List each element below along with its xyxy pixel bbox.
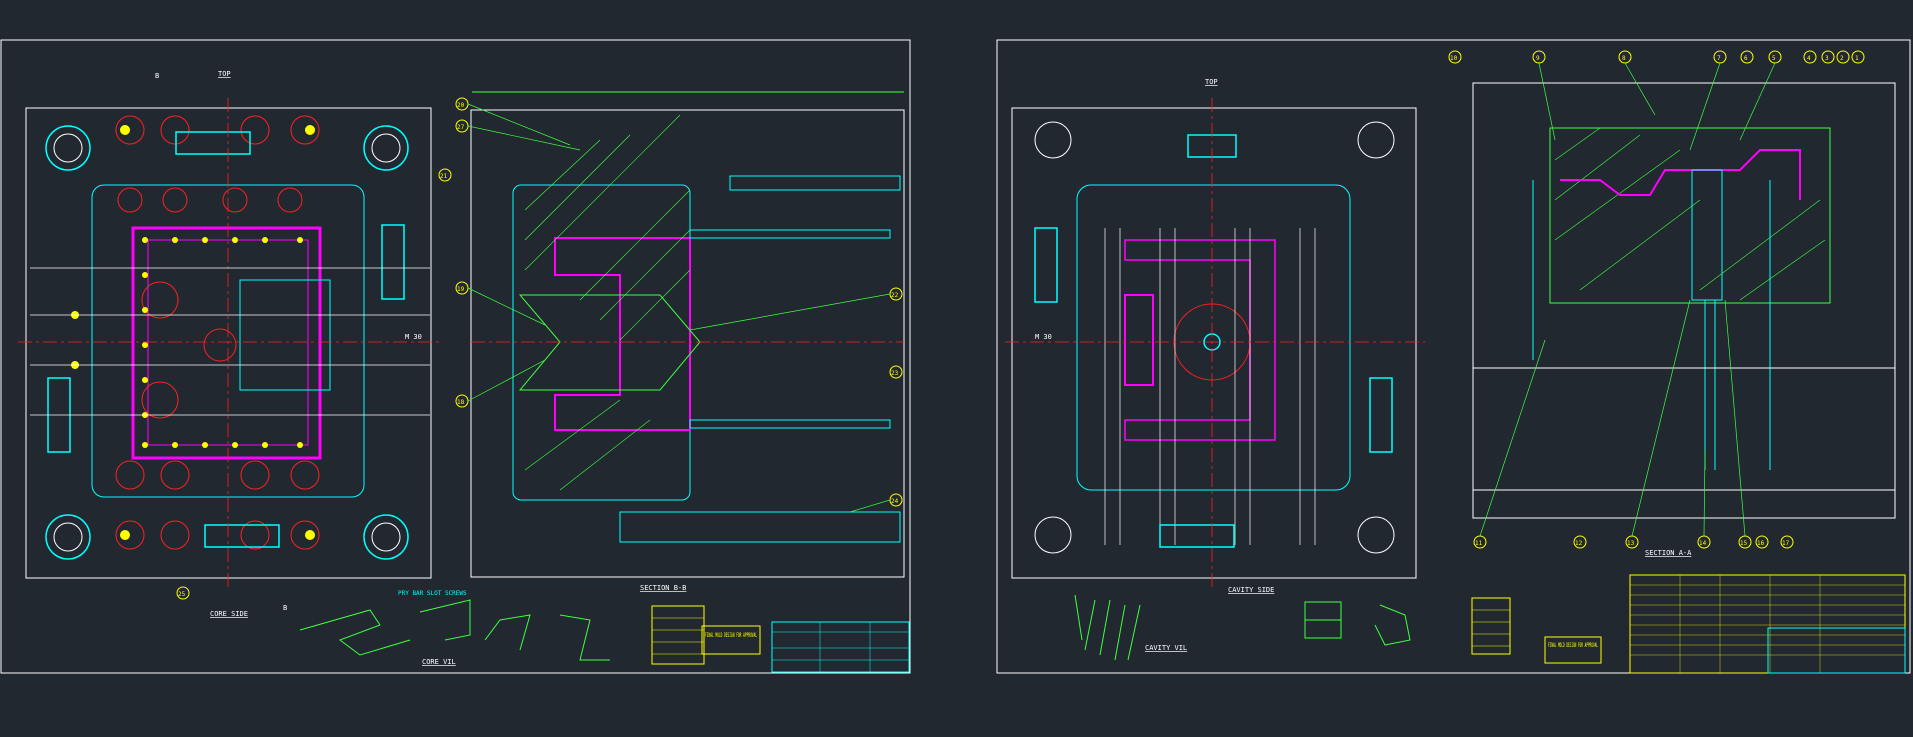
section-b-core-part: [554, 237, 691, 431]
svg-text:27: 27: [457, 124, 465, 131]
svg-text:2: 2: [1840, 55, 1844, 62]
guide-pillar-bl: [45, 514, 91, 560]
sheet2-legend: [1471, 597, 1511, 655]
svg-text:1: 1: [1855, 55, 1859, 62]
svg-text:5: 5: [1772, 55, 1776, 62]
cavity-m30-label: M 30: [1035, 333, 1052, 341]
svg-text:18: 18: [457, 399, 465, 406]
sheet-left-border: [0, 39, 911, 674]
svg-text:10: 10: [1450, 55, 1458, 62]
cavity-pillar-bl: [1034, 516, 1072, 554]
cavity-insert: [1124, 239, 1276, 441]
svg-text:15: 15: [1740, 540, 1748, 547]
svg-text:14: 14: [1699, 540, 1707, 547]
section-a-frame: [1472, 82, 1896, 519]
cavity-top-label: TOP: [1205, 78, 1218, 86]
section-a-balloons-top: 10 9 8 7 6 5 4 3 2 1: [1448, 50, 1865, 64]
core-slide: [239, 279, 331, 391]
cavity-slide: [1124, 294, 1154, 386]
cavity-plate-inner: [1076, 184, 1351, 491]
section-b-balloons: 20 27 21 19 18 22 23 24 25: [176, 97, 903, 600]
cavity-iso-view[interactable]: [1074, 594, 1411, 661]
section-marker-bottom: B: [283, 604, 287, 612]
svg-text:20: 20: [457, 102, 465, 109]
core-view-label: CORE VIL: [422, 658, 456, 666]
section-marker-top: B: [155, 72, 159, 80]
cavity-pillar-br: [1357, 516, 1395, 554]
svg-text:17: 17: [1782, 540, 1790, 547]
sheet1-approval-box: [701, 625, 761, 655]
sheet1-legend: [651, 605, 705, 665]
svg-text:3: 3: [1825, 55, 1829, 62]
guide-pillar-br: [363, 514, 409, 560]
clamp-bottom: [204, 524, 280, 548]
svg-text:16: 16: [1757, 540, 1765, 547]
sheet1-approval-text: FINAL MOLD DESIGN FOR APPROVAL: [705, 632, 757, 639]
sheet2-approval-text: FINAL MOLD DESIGN FOR APPROVAL: [1548, 642, 1598, 649]
svg-text:19: 19: [457, 286, 465, 293]
sheet1-title-block: [771, 621, 910, 673]
core-side-view[interactable]: TOP M 30 CORE SIDE B B PRY BAR SLOT SCRE…: [18, 70, 467, 618]
core-top-label: TOP: [218, 70, 231, 78]
cavity-pillar-tr: [1357, 121, 1395, 159]
svg-text:13: 13: [1627, 540, 1635, 547]
svg-text:23: 23: [891, 370, 899, 377]
svg-text:6: 6: [1744, 55, 1748, 62]
svg-text:11: 11: [1475, 540, 1483, 547]
cavity-side-label: CAVITY SIDE: [1228, 586, 1274, 594]
sheet2-title-block: [1767, 627, 1906, 674]
svg-text:24: 24: [891, 498, 899, 505]
pry-bar-note: PRY BAR SLOT SCREWS: [398, 590, 467, 597]
section-b-b-view[interactable]: SECTION B-B 20 27 21 19 18 22 23 24 25: [176, 91, 905, 600]
section-b-frame: [470, 109, 905, 578]
svg-text:22: 22: [891, 292, 899, 299]
sheet2-approval-box: [1544, 636, 1602, 664]
svg-text:25: 25: [178, 591, 186, 598]
section-b-cavity: [512, 184, 691, 501]
sheet-right-border: [996, 39, 1911, 674]
svg-text:4: 4: [1807, 55, 1811, 62]
cavity-plate-outer: [1011, 107, 1417, 579]
clamp-right: [381, 224, 405, 300]
cavity-pillar-tl: [1034, 121, 1072, 159]
core-plate-outer: [25, 107, 432, 579]
core-bolt-pattern: [115, 115, 320, 550]
sheet-left: TOP M 30 CORE SIDE B B PRY BAR SLOT SCRE…: [0, 39, 911, 674]
section-a-a-view[interactable]: SECTION A-A 10 9 8 7 6 5 4 3 2 1 11 12 1…: [1448, 50, 1896, 557]
core-iso-view[interactable]: [299, 599, 610, 661]
section-a-balloons-bottom: 11 12 13 14 15 16 17: [1473, 535, 1794, 549]
core-m30-label: M 30: [405, 333, 422, 341]
core-side-label: CORE SIDE: [210, 610, 248, 618]
section-a-title: SECTION A-A: [1645, 549, 1692, 557]
svg-text:8: 8: [1622, 55, 1626, 62]
guide-pillar-tr: [363, 125, 409, 171]
svg-text:12: 12: [1575, 540, 1583, 547]
svg-text:21: 21: [440, 173, 448, 180]
cavity-side-view[interactable]: TOP M 30 CAVITY SIDE: [1005, 78, 1425, 594]
section-a-part: [1560, 149, 1801, 200]
core-screws: [71, 125, 315, 540]
section-b-title: SECTION B-B: [640, 584, 686, 592]
cavity-clamp-bottom: [1159, 524, 1235, 548]
cavity-clamp-left: [1034, 227, 1058, 303]
svg-text:7: 7: [1717, 55, 1721, 62]
cavity-clamp-right: [1369, 377, 1393, 453]
guide-pillar-tl: [45, 125, 91, 171]
cavity-view-label: CAVITY VIL: [1145, 644, 1187, 652]
clamp-top: [175, 131, 251, 155]
core-insert: [131, 226, 322, 460]
svg-text:9: 9: [1536, 55, 1540, 62]
sheet-right: TOP M 30 CAVITY SIDE SECTION A-A 10: [996, 39, 1911, 674]
core-insert-inner: [147, 239, 309, 446]
section-b-insert: [518, 294, 701, 391]
